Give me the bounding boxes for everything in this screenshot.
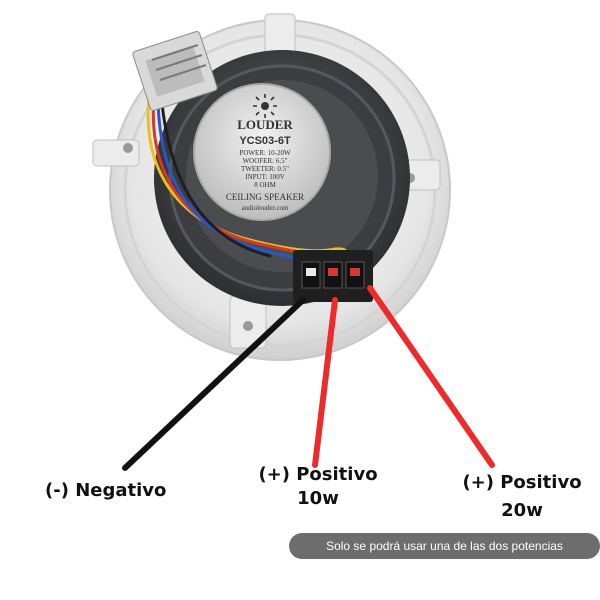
positive-10w-wire-line	[312, 297, 338, 468]
positive-20w-line1: (+) Positivo	[462, 472, 582, 493]
spec-tweeter: TWEETER: 0.5"	[241, 165, 289, 173]
transformer	[132, 30, 218, 112]
negative-label-text: (-) Negativo	[45, 480, 167, 501]
spec-impedance: 8 OHM	[254, 181, 276, 189]
website-text: audiolouder.com	[242, 204, 289, 212]
model-text: YCS03-6T	[239, 135, 291, 147]
positive-20w-label: (+) Positivo 20w	[452, 471, 592, 523]
positive-20w-wire-line	[367, 285, 495, 468]
negative-wire-line	[122, 297, 306, 471]
positive-10w-label: (+) Positivo 10w	[248, 463, 388, 511]
brand-text: LOUDER	[237, 117, 293, 132]
power-note: Solo se podrá usar una de las dos potenc…	[289, 533, 600, 559]
negative-label: (-) Negativo	[45, 479, 166, 503]
positive-20w-line2: 20w	[501, 500, 543, 521]
louder-logo-icon	[253, 94, 277, 118]
terminal-block	[293, 250, 373, 302]
spec-woofer: WOOFER: 6.5"	[243, 157, 288, 165]
spec-power: POWER: 10-20W	[239, 149, 291, 157]
magnet-cap: LOUDER YCS03-6T POWER: 10-20W WOOFER: 6.…	[193, 83, 331, 221]
type-text: CEILING SPEAKER	[226, 192, 304, 202]
positive-10w-line1: (+) Positivo	[258, 464, 378, 485]
spec-input: INPUT: 100V	[245, 173, 285, 181]
positive-10w-line2: 10w	[297, 488, 339, 509]
